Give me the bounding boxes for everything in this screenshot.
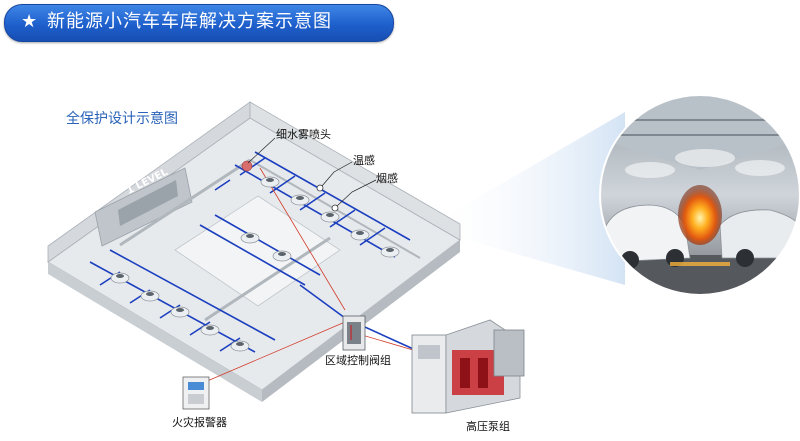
parked-cars xyxy=(110,176,400,352)
car-icon xyxy=(380,246,400,258)
car-icon xyxy=(200,324,220,336)
label-mist-nozzle: 细水雾喷头 xyxy=(276,128,331,141)
fire-scene-callout xyxy=(600,95,800,295)
label-temp-sensor: 温感 xyxy=(353,154,375,167)
mist-nozzle-icon xyxy=(241,160,253,172)
car-icon xyxy=(350,229,370,241)
level-sign xyxy=(118,180,178,226)
star-icon: ★ xyxy=(21,11,38,32)
label-fire-alarm: 火灾报警器 xyxy=(172,416,227,429)
pump-unit-icon xyxy=(411,319,525,414)
callout-beam xyxy=(425,112,625,285)
temperature-sensor-icon xyxy=(316,184,324,192)
valve-cabinet-icon xyxy=(342,315,366,351)
car-icon xyxy=(260,176,280,188)
garage-floor xyxy=(47,101,461,402)
label-hp-pump: 高压泵组 xyxy=(466,420,510,433)
page-title: 新能源小汽车车库解决方案示意图 xyxy=(47,11,332,32)
car-icon xyxy=(140,290,160,302)
car-icon xyxy=(719,209,800,267)
smoke-sensor-icon xyxy=(331,204,339,212)
car-icon xyxy=(170,306,190,318)
label-smoke-sensor: 烟感 xyxy=(376,172,398,185)
car-icon xyxy=(604,204,691,269)
car-icon xyxy=(320,211,340,223)
title-banner: ★ 新能源小汽车车库解决方案示意图 xyxy=(4,4,394,42)
alarm-panel-icon xyxy=(182,376,210,410)
car-icon xyxy=(110,272,130,284)
car-icon xyxy=(290,194,310,206)
fire-icon xyxy=(678,185,722,245)
leader-lines xyxy=(247,137,377,207)
car-icon xyxy=(272,250,292,262)
car-icon xyxy=(230,340,250,352)
label-zone-valve: 区域控制阀组 xyxy=(325,354,391,367)
subtitle: 全保护设计示意图 xyxy=(66,111,178,127)
car-icon xyxy=(240,232,260,244)
